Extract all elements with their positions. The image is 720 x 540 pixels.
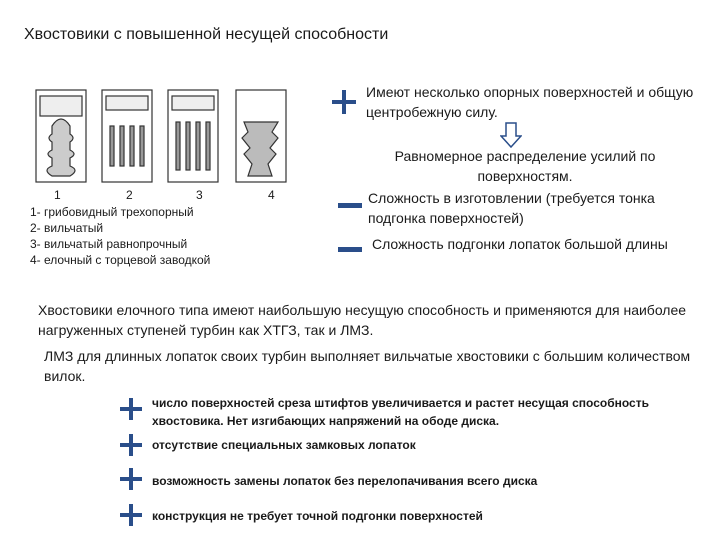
legend-item: 4- елочный с торцевой заводкой <box>30 253 211 267</box>
paragraph-lmz: ЛМЗ для длинных лопаток своих турбин вып… <box>44 348 691 384</box>
legend-item: 3- вильчатый равнопрочный <box>30 237 188 251</box>
figure-number-2: 2 <box>126 188 133 202</box>
plus-icon <box>332 90 356 114</box>
figure-number-1: 1 <box>54 188 61 202</box>
con-text-2: Сложность подгонки лопаток большой длины <box>372 236 668 252</box>
arrow-result-text: Равномерное распределение усилий по пове… <box>394 148 656 184</box>
advantage-item: конструкция не требует точной подгонки п… <box>152 509 483 523</box>
arrow-down-icon <box>500 122 522 148</box>
figure-legend: 1- грибовидный трехопорный 2- вильчатый … <box>30 204 210 268</box>
legend-item: 2- вильчатый <box>30 221 104 235</box>
advantage-item: отсутствие специальных замковых лопаток <box>152 438 416 452</box>
blade-roots-figure <box>35 89 287 183</box>
plus-icon <box>120 398 142 420</box>
plus-icon <box>120 434 142 456</box>
paragraph-fir-tree: Хвостовики елочного типа имеют наибольшу… <box>38 302 687 338</box>
advantage-item: число поверхностей среза штифтов увеличи… <box>152 396 649 428</box>
minus-icon <box>338 247 362 252</box>
plus-icon <box>120 468 142 490</box>
pro-text: Имеют несколько опорных поверхностей и о… <box>366 84 694 120</box>
legend-item: 1- грибовидный трехопорный <box>30 205 194 219</box>
con-text-1: Сложность в изготовлении (требуется тонк… <box>368 190 655 226</box>
page-title: Хвостовики с повышенной несущей способно… <box>24 26 389 43</box>
figure-number-4: 4 <box>268 188 275 202</box>
plus-icon <box>120 504 142 526</box>
figure-number-3: 3 <box>196 188 203 202</box>
minus-icon <box>338 203 362 208</box>
advantage-item: возможность замены лопаток без перелопач… <box>152 474 538 488</box>
